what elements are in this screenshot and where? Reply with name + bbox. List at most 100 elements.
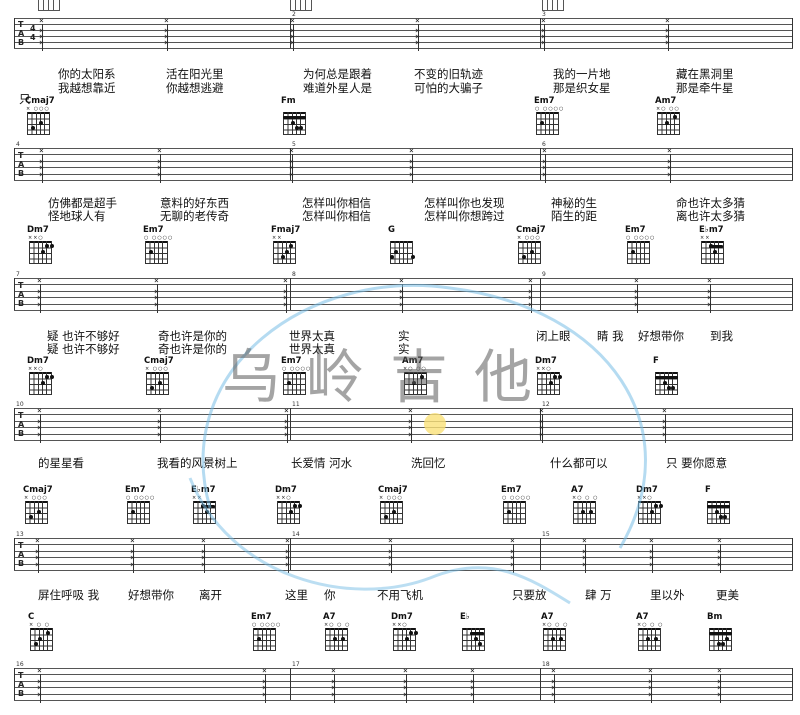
finger-dot (384, 515, 389, 520)
chord-diagram: Cmaj7× ○○○ (23, 485, 55, 524)
strum-x-mark: × (201, 535, 206, 545)
strum-x-mark: × (403, 683, 408, 693)
chord-fret-grid (127, 501, 150, 524)
tab-string-line (14, 173, 793, 175)
strum-x-mark: × (283, 299, 288, 309)
chord-name: G (388, 225, 395, 235)
lyric-line: 我越想靠近 (58, 81, 116, 95)
chord-fret-grid (707, 501, 730, 524)
strum-x-mark: × (415, 38, 420, 47)
rhythm-stem (406, 674, 407, 704)
strum-x-mark: × (542, 169, 547, 179)
tab-string-line (14, 154, 793, 156)
finger-dot (333, 636, 338, 641)
strum-x-mark: × (665, 26, 670, 35)
barre-marker (707, 504, 730, 508)
chord-diagram: Em7○ ○○○○ (534, 96, 566, 135)
finger-dot (293, 504, 298, 509)
rhythm-stem (651, 674, 652, 704)
rhythm-stem (293, 24, 294, 51)
strum-x-mark: × (157, 163, 162, 173)
bar-line (540, 668, 541, 700)
strum-x-mark: × (470, 689, 475, 699)
lyric-line: 洗回忆 (411, 456, 446, 470)
chord-fret-grid (655, 372, 678, 395)
finger-dot (29, 515, 34, 520)
strum-x-mark: × (667, 169, 672, 179)
chord-diagram: Em7○ ○○○○ (501, 485, 533, 524)
chord-open-mute-markers: ×○ ○○ (656, 106, 680, 112)
finger-dot (38, 636, 43, 641)
strum-x-mark: × (403, 689, 408, 699)
chord-diagram: E♭ (460, 612, 492, 651)
finger-dot (654, 636, 659, 641)
chord-name: Cmaj7 (25, 96, 55, 106)
lyric-line: 你的太阳系 (58, 67, 116, 81)
rhythm-stem (544, 24, 545, 51)
measure-number: 16 (16, 661, 24, 668)
measure-number: 17 (292, 661, 300, 668)
chord-name: Dm7 (27, 225, 49, 235)
chord-diagram: F (705, 485, 737, 524)
lyric-line: 离也许太多猜 (676, 209, 745, 223)
finger-dot (281, 255, 286, 260)
tab-string-line (14, 433, 793, 435)
rhythm-stem (334, 674, 335, 704)
tab-string-line (14, 180, 793, 181)
rhythm-stem (38, 544, 39, 574)
chord-diagram: A7×○ ○ ○ (323, 612, 355, 651)
measure-number: 10 (16, 401, 24, 408)
chord-diagram: Bm (707, 612, 739, 651)
finger-dot (131, 509, 136, 514)
finger-dot (665, 120, 670, 125)
lyric-line: 你越想逃避 (166, 81, 224, 95)
rhythm-stem (554, 674, 555, 704)
strum-x-mark: × (39, 38, 44, 47)
chord-open-mute-markers: × ○ ○ (29, 622, 51, 628)
lyric-line: 到我 (710, 329, 733, 343)
bar-line (540, 148, 541, 180)
bar-line (540, 18, 541, 48)
rhythm-stem (40, 674, 41, 704)
lyric-line: 陌生的距 (551, 209, 597, 223)
bar-line (290, 668, 291, 700)
chord-diagram: Cmaj7× ○○○ (378, 485, 410, 524)
strum-x-mark: × (37, 275, 42, 285)
chord-fret-grid (462, 628, 485, 651)
chord-fret-grid (29, 241, 54, 264)
tab-string-line (14, 680, 793, 682)
strum-x-mark: × (582, 553, 587, 563)
finger-dot (285, 249, 290, 254)
chord-name: Dm7 (636, 485, 658, 495)
lyric-line: 我看的风景树上 (157, 456, 238, 470)
chord-fret-grid (325, 628, 348, 651)
chord-diagram: F (653, 356, 685, 395)
finger-dot (299, 126, 304, 131)
strum-x-mark: × (289, 169, 294, 179)
chord-open-mute-markers: ×○ ○ ○ (324, 622, 351, 628)
chord-fret-grid (518, 241, 541, 264)
finger-dot (31, 126, 36, 131)
strum-x-mark: × (130, 546, 135, 556)
strum-x-mark: × (130, 535, 135, 545)
strum-x-mark: × (649, 546, 654, 556)
lyric-line: 怪地球人有 (48, 209, 106, 223)
strum-x-mark: × (164, 32, 169, 41)
strum-x-mark: × (717, 683, 722, 693)
strum-x-mark: × (37, 689, 42, 699)
strum-x-mark: × (283, 275, 288, 285)
strum-x-mark: × (331, 683, 336, 693)
tab-string-line (14, 36, 793, 37)
lyric-line: 睛 我 (597, 329, 624, 343)
finger-dot (671, 386, 676, 391)
lyric-line: 什么都可以 (550, 456, 608, 470)
strum-x-mark: × (648, 689, 653, 699)
finger-dot (413, 631, 418, 636)
lyric-line: 离开 (199, 588, 222, 602)
strum-x-mark: × (470, 665, 475, 675)
lyric-line: 无聊的老传奇 (160, 209, 229, 223)
